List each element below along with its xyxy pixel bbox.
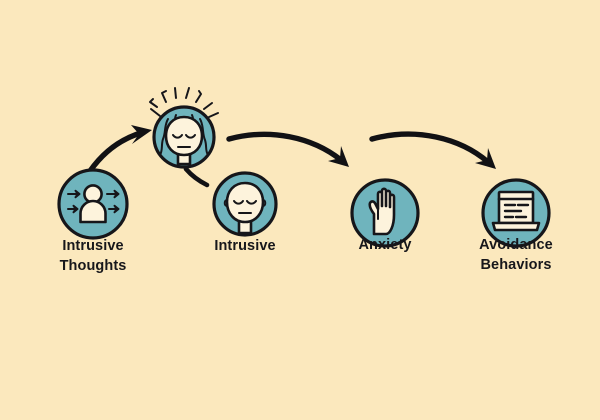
node-intrusive[interactable]: Intrusive — [212, 171, 278, 254]
node-intrusive-thoughts-label-line2: Thoughts — [60, 258, 127, 274]
person-with-inward-arrows-icon — [67, 184, 120, 224]
inward-arrows — [67, 189, 120, 214]
sad-head-eye-left — [233, 200, 244, 205]
sad-head-ear-left — [223, 199, 228, 207]
node-avoidance-behaviors-label-line2: Behaviors — [480, 257, 551, 273]
stressed-head-eye-left — [172, 134, 183, 139]
node-intrusive-label-line1: Intrusive — [214, 238, 275, 254]
stressed-head-icon — [159, 114, 209, 166]
arrow-1-curve — [87, 129, 147, 174]
node-intrusive-thoughts-label-line1: Intrusive — [62, 238, 123, 254]
arrow-3-head — [475, 148, 496, 169]
arrow-intrusive-thoughts-to-stressed-head — [87, 125, 152, 174]
laptop-base — [491, 221, 541, 232]
node-intrusive-thoughts[interactable]: Intrusive Thoughts — [57, 168, 129, 274]
laptop-screen-icon — [491, 190, 541, 232]
raised-hand-icon — [368, 187, 396, 236]
sad-head-ear-right — [262, 199, 267, 207]
connector-stressed-head-to-intrusive — [183, 166, 210, 188]
sad-head-eye-right — [246, 200, 257, 205]
node-avoidance-behaviors-label-line1: Avoidance — [479, 237, 553, 253]
laptop-screen-frame — [497, 190, 535, 225]
node-stressed-head[interactable] — [149, 87, 219, 169]
person-body — [79, 199, 107, 224]
radiating-stress-lines-icon — [149, 87, 219, 118]
connector-stroke — [183, 166, 210, 188]
sad-head-icon — [223, 181, 267, 235]
stressed-head-eye-right — [185, 134, 196, 139]
node-anxiety[interactable]: Anxiety — [350, 178, 420, 253]
arrow-1-head — [131, 125, 152, 144]
stressed-head-face — [164, 115, 204, 157]
arrow-anxiety-to-avoidance-behaviors — [369, 131, 496, 169]
laptop-screen-text-lines — [503, 203, 530, 219]
node-anxiety-label-line1: Anxiety — [358, 237, 411, 253]
arrow-3-curve — [369, 131, 491, 165]
sad-head-face — [225, 181, 265, 224]
arrow-2-curve — [226, 131, 344, 163]
arrow-2-head — [328, 146, 349, 167]
hand-shape — [368, 187, 396, 236]
node-avoidance-behaviors[interactable]: Avoidance Behaviors — [479, 178, 553, 273]
arrow-stressed-head-to-anxiety — [226, 131, 349, 167]
